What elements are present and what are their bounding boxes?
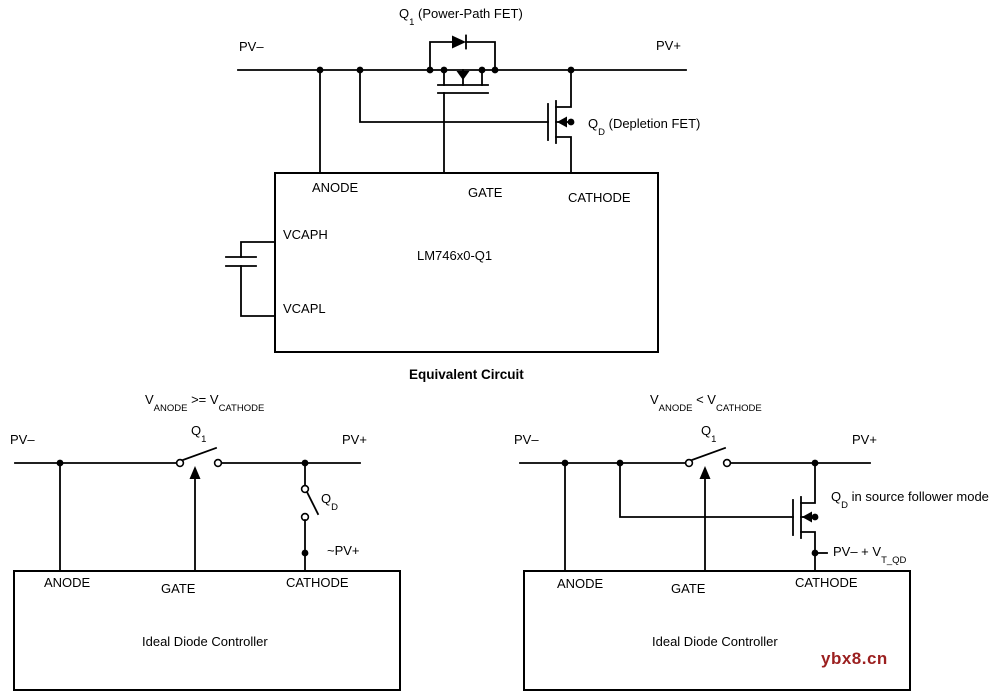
pin-cathode-top: CATHODE bbox=[568, 190, 631, 205]
left-condition-label: VANODE >= VCATHODE bbox=[145, 392, 265, 414]
qd-fet-source-follower bbox=[619, 462, 828, 572]
watermark: ybx8.cn bbox=[821, 649, 888, 668]
part-number: LM746x0-Q1 bbox=[417, 248, 493, 263]
right-box-title: Ideal Diode Controller bbox=[652, 634, 778, 649]
top-junction-dots bbox=[316, 66, 575, 74]
top-circuit bbox=[225, 34, 687, 353]
top-pv-minus-label: PV– bbox=[239, 39, 264, 54]
top-pv-plus-label: PV+ bbox=[656, 38, 681, 53]
q1-fet-label: Q1 (Power-Path FET) bbox=[399, 6, 523, 28]
right-pin-anode: ANODE bbox=[557, 576, 604, 591]
pin-gate-top: GATE bbox=[468, 185, 503, 200]
right-pin-gate: GATE bbox=[671, 581, 706, 596]
left-node-voltage-label: ~PV+ bbox=[327, 543, 360, 558]
right-qd-mode-label: QD in source follower mode bbox=[831, 489, 989, 511]
qd-fet-label: QD (Depletion FET) bbox=[588, 116, 701, 138]
vcap-capacitor bbox=[225, 241, 276, 317]
left-q1-label: Q1 bbox=[191, 423, 207, 445]
gate-arrow-right bbox=[699, 466, 711, 479]
q1-switch-blade-left bbox=[181, 446, 218, 462]
controller-box-right bbox=[523, 570, 911, 691]
pin-vcaph: VCAPH bbox=[283, 227, 328, 242]
right-pin-cathode: CATHODE bbox=[795, 575, 858, 590]
left-pin-cathode: CATHODE bbox=[286, 575, 349, 590]
controller-box bbox=[274, 172, 659, 353]
right-node-voltage-label: PV– + VT_QD bbox=[833, 544, 907, 566]
q1-body-diode bbox=[429, 34, 496, 71]
left-pv-minus-label: PV– bbox=[10, 432, 35, 447]
qd-switch-left bbox=[300, 462, 320, 572]
pin-vcapl: VCAPL bbox=[283, 301, 326, 316]
right-condition-label: VANODE < VCATHODE bbox=[650, 392, 762, 414]
right-pv-minus-label: PV– bbox=[514, 432, 539, 447]
right-pv-plus-label: PV+ bbox=[852, 432, 877, 447]
right-equivalent-circuit bbox=[519, 446, 911, 691]
left-equivalent-circuit bbox=[13, 446, 401, 691]
figure-caption: Equivalent Circuit bbox=[409, 367, 524, 382]
left-pin-anode: ANODE bbox=[44, 575, 91, 590]
gate-arrow-left bbox=[189, 466, 201, 479]
controller-box-left bbox=[13, 570, 401, 691]
qd-fet-symbol bbox=[359, 69, 575, 174]
left-qd-label: QD bbox=[321, 491, 338, 513]
q1-switch-blade-right bbox=[690, 446, 727, 462]
left-box-title: Ideal Diode Controller bbox=[142, 634, 268, 649]
left-pv-plus-label: PV+ bbox=[342, 432, 367, 447]
left-pin-gate: GATE bbox=[161, 581, 196, 596]
right-q1-label: Q1 bbox=[701, 423, 717, 445]
pin-anode-top: ANODE bbox=[312, 180, 359, 195]
